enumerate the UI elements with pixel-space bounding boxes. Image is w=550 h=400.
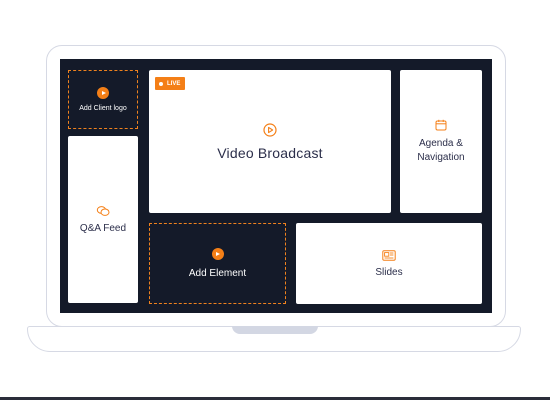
calendar-icon xyxy=(435,119,447,131)
agenda-label: Agenda & Navigation xyxy=(417,137,464,165)
slides-panel[interactable]: Slides xyxy=(296,223,482,304)
agenda-label-line1: Agenda & xyxy=(419,137,463,149)
play-icon xyxy=(97,87,109,99)
play-icon xyxy=(211,248,224,260)
play-circle-icon xyxy=(263,122,277,137)
video-broadcast-panel[interactable]: LIVE Video Broadcast xyxy=(149,70,391,213)
laptop-screen: Add Client logo LIVE Video Broadcast Age xyxy=(60,59,492,313)
agenda-label-line2: Navigation xyxy=(417,151,465,163)
add-client-logo-label: Add Client logo xyxy=(79,105,127,112)
laptop-notch xyxy=(232,326,318,334)
chat-bubbles-icon xyxy=(96,205,110,217)
bottom-divider xyxy=(0,397,550,400)
live-badge: LIVE xyxy=(155,77,186,90)
agenda-navigation-panel[interactable]: Agenda & Navigation xyxy=(400,70,482,213)
live-dot-icon xyxy=(159,81,163,86)
laptop-base xyxy=(27,326,521,352)
qa-feed-panel[interactable]: Q&A Feed xyxy=(68,136,138,303)
slides-icon xyxy=(382,249,396,261)
live-badge-label: LIVE xyxy=(167,80,181,87)
add-element-slot[interactable]: Add Element xyxy=(149,223,286,304)
video-broadcast-label: Video Broadcast xyxy=(217,144,323,161)
add-element-label: Add Element xyxy=(188,268,247,279)
add-client-logo-slot[interactable]: Add Client logo xyxy=(68,70,138,129)
qa-feed-label: Q&A Feed xyxy=(79,223,127,234)
slides-label: Slides xyxy=(375,266,403,278)
